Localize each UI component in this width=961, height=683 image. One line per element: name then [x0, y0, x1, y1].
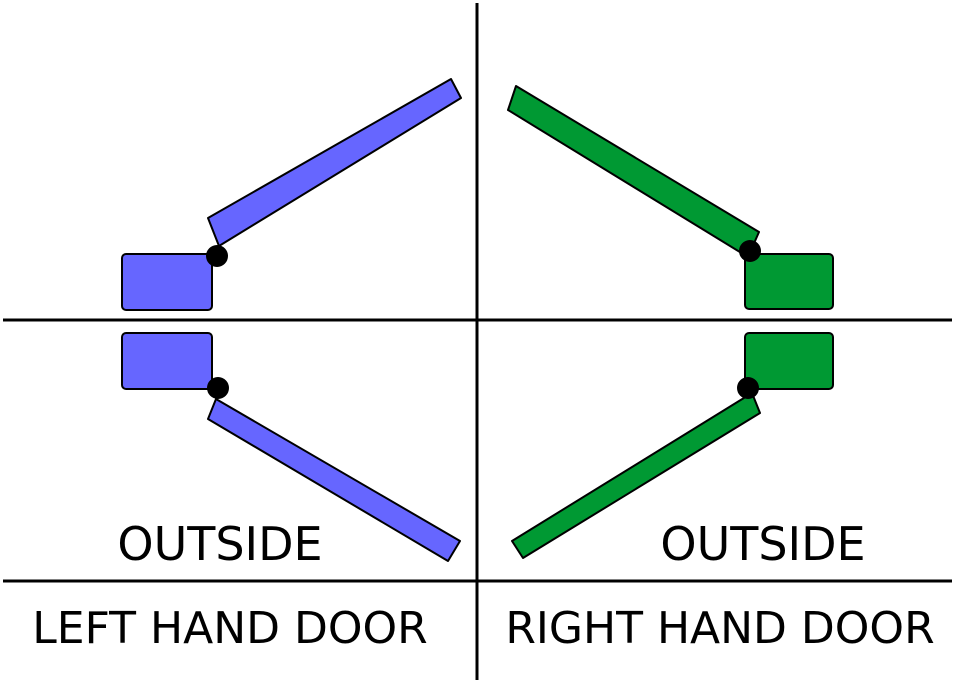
left-hand-door-label: LEFT HAND DOOR	[32, 603, 427, 654]
left-door-leaf-lower	[207, 398, 461, 562]
right-hinge-upper	[739, 240, 761, 262]
right-door-frame-upper	[744, 253, 834, 310]
right-outside-label: OUTSIDE	[660, 517, 865, 571]
left-door-frame-upper	[121, 253, 213, 311]
left-door-frame-lower	[121, 332, 213, 390]
right-door-lower	[511, 332, 834, 559]
right-door-leaf-lower	[511, 392, 761, 559]
left-hinge-upper	[206, 245, 228, 267]
left-outside-label: OUTSIDE	[117, 517, 322, 571]
right-door-upper	[507, 85, 834, 310]
left-door-upper	[121, 78, 462, 311]
left-hinge-lower	[207, 377, 229, 399]
left-door-leaf-upper	[207, 78, 462, 247]
right-hinge-lower	[737, 377, 759, 399]
right-hand-door-label: RIGHT HAND DOOR	[505, 603, 934, 654]
left-door-lower	[121, 332, 461, 562]
right-door-leaf-upper	[507, 85, 760, 258]
right-door-frame-lower	[744, 332, 834, 390]
